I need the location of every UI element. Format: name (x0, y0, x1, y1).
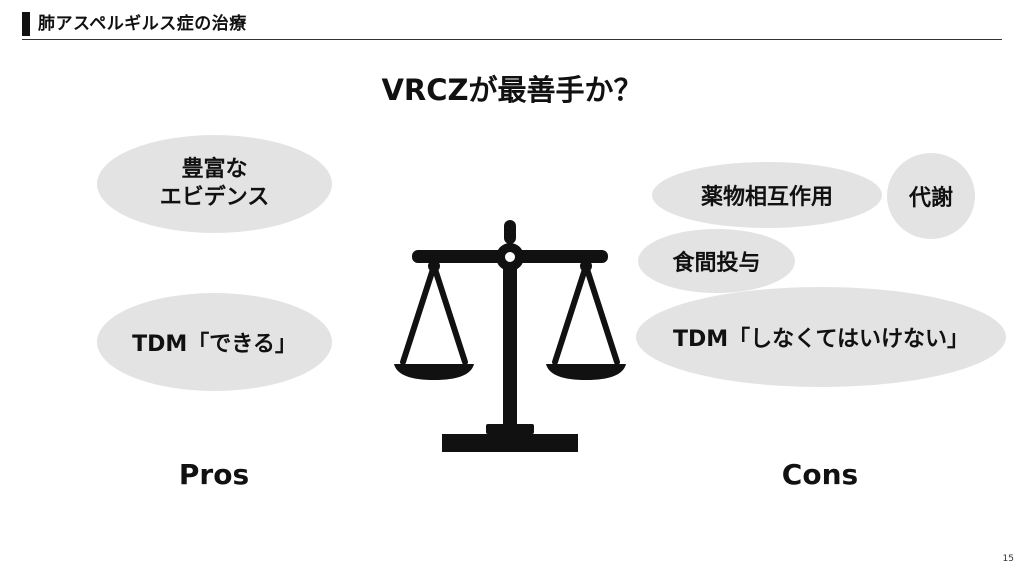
con-interaction-text: 薬物相互作用 (700, 185, 833, 210)
slide-title: VRCZが最善手か？ (381, 73, 643, 107)
pro-tdm-text: TDM「できる」 (132, 332, 297, 357)
header-title: 肺アスペルギルス症の治療 (38, 14, 247, 34)
pro-evidence-line1: 豊富な (181, 157, 248, 182)
header-divider (22, 39, 1002, 40)
con-tdm-text: TDM「しなくてはいけない」 (672, 327, 970, 352)
con-bubble-interaction: 薬物相互作用 (652, 162, 882, 228)
con-bubble-tdm: TDM「しなくてはいけない」 (636, 287, 1006, 387)
con-meal-text: 食間投与 (672, 251, 761, 276)
page-number: 15 (1002, 554, 1014, 564)
pro-bubble-tdm: TDM「できる」 (97, 293, 332, 391)
cons-label: Cons (781, 458, 859, 491)
pro-bubble-evidence: 豊富な エビデンス (97, 135, 332, 233)
header-accent-bar (22, 12, 30, 36)
pros-label: Pros (178, 458, 250, 491)
balance-scale-icon (394, 220, 626, 452)
pro-evidence-line2: エビデンス (159, 185, 270, 210)
con-metabolism-text: 代謝 (908, 186, 953, 211)
con-bubble-metabolism: 代謝 (887, 153, 975, 239)
con-bubble-meal: 食間投与 (638, 229, 795, 293)
